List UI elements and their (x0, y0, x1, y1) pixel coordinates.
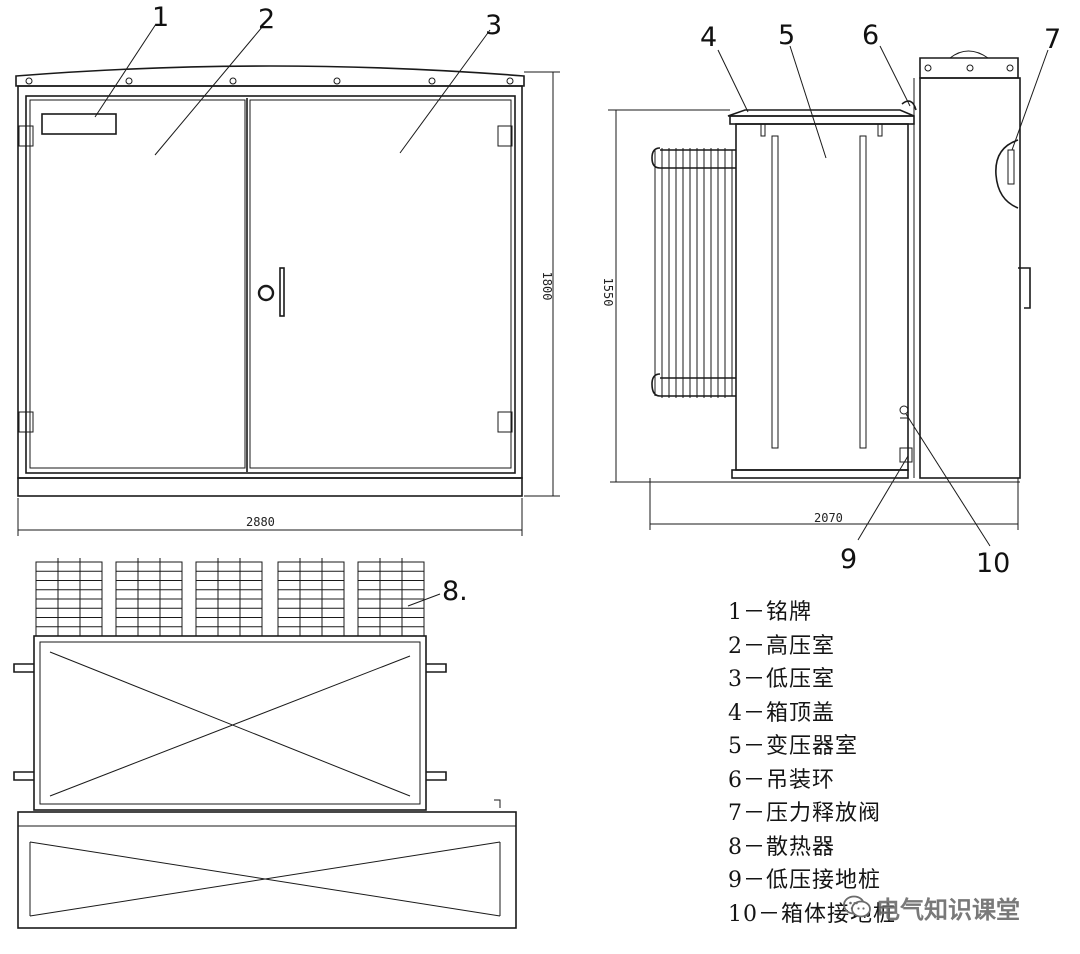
legend-item-6: 6－吊装环 (728, 767, 835, 793)
side-height-dimension: 1550 (601, 278, 615, 307)
front-width-dimension: 2880 (246, 515, 275, 529)
legend: 1－铭牌 2－高压室 3－低压室 4－箱顶盖 5－变压器室 6－吊装环 7－压力… (728, 596, 1068, 931)
legend-item-5: 5－变压器室 (728, 734, 858, 759)
lifting-ring (901, 100, 917, 111)
radiator-bank (115, 558, 183, 637)
radiator-banks (35, 558, 425, 637)
legend-item-3: 3－低压室 (728, 667, 835, 692)
callout-9: 9 (840, 544, 857, 575)
radiator-bank (35, 558, 103, 637)
side-width-dimension: 2070 (814, 511, 843, 525)
wechat-icon (843, 895, 871, 918)
front-height-dimension: 1800 (540, 272, 554, 301)
radiator-bank (277, 558, 345, 637)
callout-4: 4 (700, 22, 717, 53)
callout-6: 6 (862, 20, 879, 51)
callout-10: 10 (976, 548, 1010, 579)
side-view (608, 45, 1049, 547)
legend-item-4: 4－箱顶盖 (728, 700, 835, 726)
tank-grounding-stud (899, 405, 909, 415)
watermark-text: 电气知识课堂 (876, 895, 1020, 924)
legend-item-8: 8－散热器 (728, 834, 835, 860)
legend-item-9: 9－低压接地桩 (728, 868, 881, 893)
callout-3: 3 (485, 10, 502, 41)
door-handle (257, 284, 275, 302)
radiator-bank (357, 558, 425, 637)
radiator-side (651, 147, 736, 398)
low-voltage-grounding-stud (899, 447, 913, 463)
legend-item-7: 7－压力释放阀 (728, 801, 881, 826)
pressure-release-valve (995, 139, 1019, 209)
callout-2: 2 (258, 4, 275, 35)
callout-1: 1 (152, 2, 169, 33)
watermark: 电气知识课堂 (842, 890, 1020, 924)
front-view (15, 23, 560, 536)
callout-5: 5 (778, 20, 795, 51)
nameplate (41, 113, 117, 135)
callout-8: 8. (442, 576, 468, 607)
legend-item-2: 2－高压室 (728, 633, 835, 659)
radiator-bank (195, 558, 263, 637)
callout-7: 7 (1044, 24, 1061, 55)
legend-item-1: 1－铭牌 (728, 600, 812, 625)
top-view (13, 558, 517, 929)
